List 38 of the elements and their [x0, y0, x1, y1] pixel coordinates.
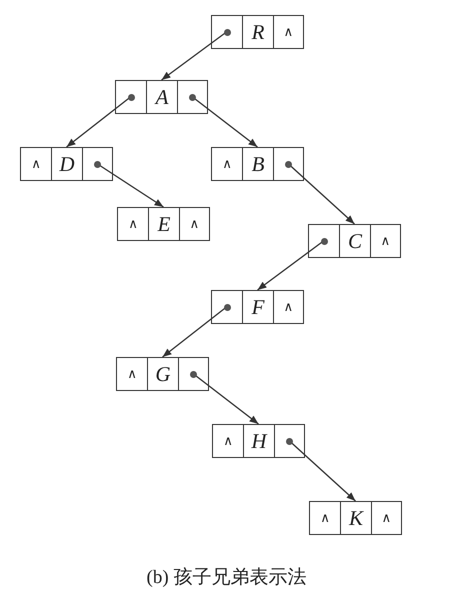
node-letter: F — [252, 294, 264, 320]
null-pointer: ∧ — [222, 156, 232, 172]
null-pointer: ∧ — [284, 24, 294, 40]
record-box — [308, 224, 401, 258]
node-letter: K — [348, 506, 363, 530]
arrow — [162, 306, 227, 358]
null-pointer: ∧ — [190, 216, 200, 232]
arrow — [257, 240, 324, 291]
null-pointer: ∧ — [284, 300, 294, 314]
null-pointer: ∧ — [127, 366, 137, 382]
node-letter: E — [158, 212, 170, 236]
node-letter: C — [348, 228, 362, 254]
arrow — [66, 96, 131, 148]
node-letter: D — [59, 152, 75, 176]
arrow — [289, 440, 356, 502]
null-pointer: ∧ — [223, 434, 233, 448]
record-box — [309, 501, 402, 535]
node-letter: B — [252, 152, 264, 176]
null-pointer: ∧ — [128, 216, 138, 232]
node-letter: H — [251, 428, 267, 454]
record-box — [20, 147, 113, 181]
node-letter: R — [252, 20, 264, 44]
null-pointer: ∧ — [31, 156, 41, 172]
null-pointer: ∧ — [382, 510, 392, 526]
record-box — [212, 424, 305, 458]
record-box — [211, 147, 304, 181]
node-letter: G — [155, 362, 171, 386]
null-pointer: ∧ — [380, 234, 390, 248]
arrow — [161, 31, 227, 81]
record-box — [211, 15, 304, 49]
record-box — [115, 80, 208, 114]
null-pointer: ∧ — [320, 510, 330, 526]
arrow — [288, 164, 355, 224]
record-box — [211, 290, 304, 324]
record-box — [116, 357, 209, 391]
caption: (b) 孩子兄弟表示法 — [146, 567, 306, 588]
node-letter: A — [156, 84, 168, 110]
record-box — [117, 207, 210, 241]
